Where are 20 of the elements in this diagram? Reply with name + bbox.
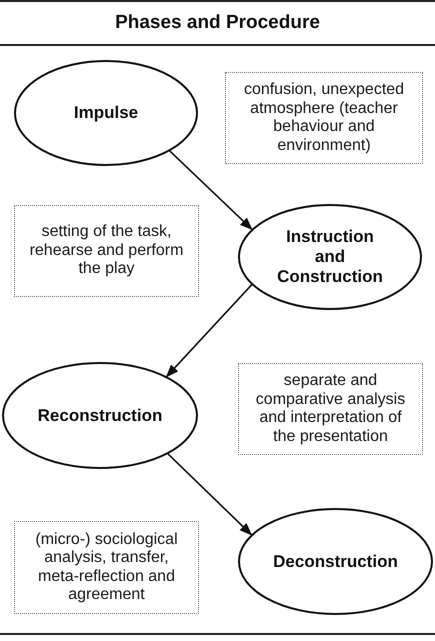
phase-ellipse <box>14 60 198 166</box>
phase-label: Deconstruction <box>273 552 398 572</box>
phase-label: Impulse <box>74 103 138 123</box>
note-box <box>14 205 199 297</box>
note-text: (micro-) sociological analysis, transfer, meta-reflection and agreement <box>34 530 179 604</box>
phase-ellipse <box>2 362 198 469</box>
phase-label: Reconstruction <box>38 406 162 426</box>
arrow <box>168 150 253 230</box>
phase-ellipse <box>238 508 433 615</box>
note-text: separate and comparative analysis and interpretation of the presentation <box>254 372 406 446</box>
diagram-title: Phases and Procedure <box>115 10 320 35</box>
note-text: setting of the task, rehearse and perform the play <box>28 223 184 279</box>
arrow <box>166 452 252 536</box>
note-box <box>238 363 423 455</box>
phase-ellipse <box>238 204 422 310</box>
note-text: confusion, unexpected atmosphere (teacher behaviour and environment) <box>242 81 406 155</box>
note-box <box>14 521 199 614</box>
note-box <box>225 72 423 164</box>
arrow <box>166 284 253 378</box>
phase-label: Instruction and Construction <box>276 227 384 287</box>
